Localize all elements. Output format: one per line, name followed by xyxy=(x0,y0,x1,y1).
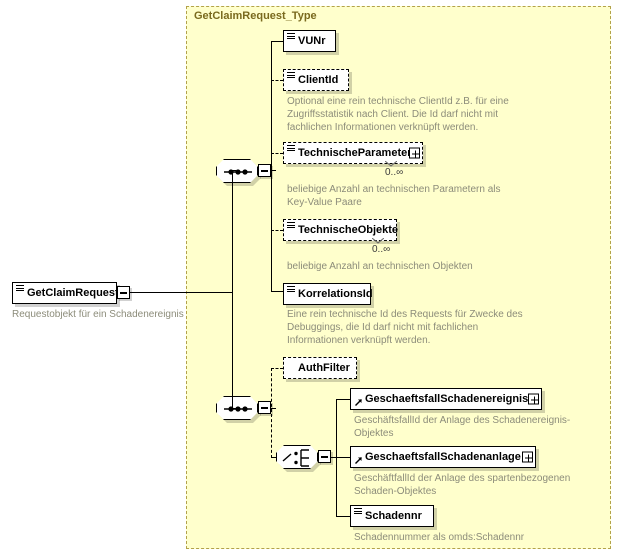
reference-arrow-icon xyxy=(355,457,362,464)
connector-authfilter xyxy=(271,368,283,369)
sequence-1-collapse-toggle[interactable] xyxy=(258,164,271,177)
expand-technischeparameter-toggle[interactable] xyxy=(409,147,420,159)
annotation-schadennr: Schadennummer als omds:Schadennr xyxy=(354,532,525,543)
annotation-clientid: Optional eine rein technische ClientId z… xyxy=(287,96,509,133)
element-label: TechnischeObjekte xyxy=(298,224,399,236)
connector-geschaeftsfallschadenanlage xyxy=(336,457,350,458)
choice-collapse-toggle[interactable] xyxy=(318,450,331,463)
element-label: ClientId xyxy=(298,74,339,86)
connector-geschaeftsfallschadenereignis xyxy=(336,399,350,400)
element-label: TechnischeParameter xyxy=(298,147,412,159)
element-label: AuthFilter xyxy=(298,362,350,374)
element-label: VUNr xyxy=(298,35,326,47)
element-label: GeschaeftsfallSchadenereignis xyxy=(365,393,529,405)
expand-geschaeftsfallschadenanlage-toggle[interactable] xyxy=(522,451,533,463)
element-node-geschaeftsfallschadenereignis[interactable]: GeschaeftsfallSchadenereignis xyxy=(350,388,542,410)
annotation-technischeparameter: beliebige Anzahl an technischen Paramete… xyxy=(287,184,501,208)
root-annotation: Requestobjekt für ein Schadenereignis xyxy=(12,309,184,320)
root-collapse-toggle[interactable] xyxy=(117,286,130,299)
connector-spine-2 xyxy=(271,368,272,458)
connector-root-branch xyxy=(232,170,233,408)
sequence-2-collapse-toggle[interactable] xyxy=(258,401,271,414)
element-lines-icon xyxy=(287,145,295,152)
element-node-getclaimrequest[interactable]: GetClaimRequest xyxy=(12,282,119,304)
compositor-shape xyxy=(216,159,258,183)
element-node-vunr[interactable]: VUNr xyxy=(283,30,336,52)
element-node-geschaeftsfallschadenanlage[interactable]: GeschaeftsfallSchadenanlage xyxy=(350,446,536,468)
element-node-technischeparameter[interactable]: TechnischeParameter xyxy=(283,142,423,164)
connector-technischeparameter xyxy=(271,153,283,154)
connector-spine-1 xyxy=(271,41,272,291)
element-node-schadennr[interactable]: Schadennr xyxy=(350,505,434,527)
annotation-geschaeftsfallschadenereignis: GeschäftsfallId der Anlage des Schadener… xyxy=(354,415,571,439)
cardinality-technischeobjekte: 0..∞ xyxy=(372,244,391,255)
connector-technischeobjekte xyxy=(271,230,283,231)
connector-schadennr xyxy=(336,516,350,517)
cardinality-chevron-icon xyxy=(372,238,384,244)
element-lines-icon xyxy=(354,508,362,515)
expand-geschaeftsfallschadenereignis-toggle[interactable] xyxy=(528,393,539,405)
annotation-technischeobjekte: beliebige Anzahl an technischen Objekten xyxy=(287,261,473,272)
cardinality-technischeparameter: 0..∞ xyxy=(385,167,404,178)
element-lines-icon xyxy=(287,222,295,229)
connector-to-choice xyxy=(271,457,276,458)
element-node-korrelationsid[interactable]: KorrelationsId xyxy=(283,283,373,305)
compositor-shape xyxy=(216,396,258,420)
connector-seq1-stub xyxy=(271,170,276,171)
element-label: Schadennr xyxy=(365,510,422,522)
element-lines-icon xyxy=(16,285,24,292)
element-label: GeschaeftsfallSchadenanlage xyxy=(365,451,521,463)
element-lines-icon xyxy=(287,286,295,293)
cardinality-chevron-icon xyxy=(385,161,397,167)
element-node-authfilter[interactable]: AuthFilter xyxy=(283,357,357,379)
connector-choice-stub xyxy=(331,457,336,458)
element-lines-icon xyxy=(287,33,295,40)
connector-seq2-stub xyxy=(271,408,276,409)
element-node-clientid[interactable]: ClientId xyxy=(283,69,349,91)
compositor-shape xyxy=(276,445,318,469)
choice-branch-icon xyxy=(282,449,309,467)
connector-to-seq1 xyxy=(232,170,236,171)
connector-to-seq2 xyxy=(232,408,236,409)
connector-root xyxy=(130,292,232,293)
annotation-geschaeftsfallschadenanlage: GeschäftfallId der Anlage des spartenbez… xyxy=(354,473,571,497)
reference-arrow-icon xyxy=(355,399,362,406)
element-label: KorrelationsId xyxy=(298,288,373,300)
connector-clientid xyxy=(271,80,283,81)
element-node-technischeobjekte[interactable]: TechnischeObjekte xyxy=(283,219,399,241)
sequence-dots-icon xyxy=(224,406,252,412)
annotation-korrelationsid: Eine rein technische Id des Requests für… xyxy=(287,309,523,346)
element-lines-icon xyxy=(287,72,295,79)
connector-vunr xyxy=(271,41,283,42)
element-label: GetClaimRequest xyxy=(27,287,119,299)
connector-korrelationsid xyxy=(271,291,283,292)
type-group-title: GetClaimRequest_Type xyxy=(194,10,317,22)
